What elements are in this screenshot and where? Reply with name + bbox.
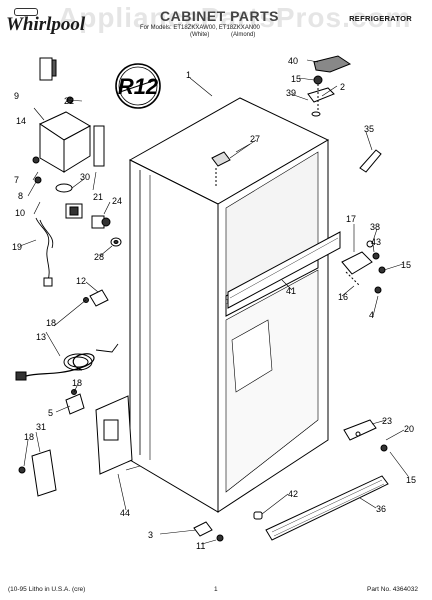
callout-20: 20 — [404, 424, 414, 434]
brand-name: Whirlpool — [6, 14, 86, 35]
footer-litho: (10-95 Litho in U.S.A. (cre) — [8, 586, 86, 593]
page-title: CABINET PARTS — [160, 8, 280, 24]
callout-31: 31 — [36, 422, 46, 432]
logo-emblem — [14, 8, 38, 16]
center-hinge-assembly — [341, 240, 386, 294]
callout-35: 35 — [364, 124, 374, 134]
callout-12: 12 — [76, 276, 86, 286]
watermark: AppliancePartsPros.com — [58, 2, 412, 33]
callout-18-cover: 18 — [24, 432, 34, 442]
hinge-cover-40 — [313, 55, 352, 73]
power-cord-13 — [15, 343, 119, 381]
callout-36: 36 — [376, 504, 386, 514]
callout-27: 27 — [250, 134, 260, 144]
callout-1: 1 — [186, 70, 191, 80]
callout-18-lower: 18 — [72, 378, 82, 388]
access-cover-31 — [18, 449, 57, 497]
callout-4: 4 — [369, 310, 374, 320]
toe-grille-36 — [265, 475, 389, 541]
bottom-hinge-assembly — [343, 419, 388, 452]
callout-24: 24 — [112, 196, 122, 206]
callout-15-top: 15 — [291, 74, 301, 84]
callout-5: 5 — [48, 408, 53, 418]
callout-2: 2 — [340, 82, 345, 92]
callout-39: 39 — [286, 88, 296, 98]
callout-30: 30 — [80, 172, 90, 182]
timer-assembly — [65, 203, 83, 219]
callout-22: 22 — [64, 96, 74, 106]
brand-logo: Whirlpool — [6, 6, 85, 35]
callout-10: 10 — [15, 208, 25, 218]
footer-page-number: 1 — [214, 586, 218, 593]
callout-9: 9 — [14, 91, 19, 101]
model-line: For Models: ET18ZKXAW00, ET18ZKXAN00 — [140, 25, 260, 31]
grille-clip-42 — [253, 511, 263, 520]
terminal-block-5 — [65, 389, 85, 415]
leveling-leg-assembly — [193, 521, 224, 542]
callout-17: 17 — [346, 214, 356, 224]
light-housing-27 — [211, 143, 251, 186]
r12-badge-label: R12 — [118, 74, 159, 99]
door-stop-35 — [359, 149, 382, 173]
callout-7: 7 — [14, 175, 19, 185]
callout-43: 43 — [371, 237, 381, 247]
callout-14: 14 — [16, 116, 26, 126]
callout-16: 16 — [338, 292, 348, 302]
variant-list: (White) (Almond) — [190, 32, 275, 38]
variant-almond: (Almond) — [231, 32, 256, 38]
callout-13: 13 — [36, 332, 46, 342]
relay-box-assembly — [32, 96, 105, 193]
shelf-bracket-41 — [227, 231, 341, 309]
knob-assembly-24 — [91, 215, 111, 229]
hinge-bracket-2 — [307, 75, 335, 117]
callout-15-bottom: 15 — [406, 475, 416, 485]
relay-bracket-9 — [39, 57, 57, 81]
callout-23: 23 — [382, 416, 392, 426]
callout-41: 41 — [286, 286, 296, 296]
callout-15-mid: 15 — [401, 260, 411, 270]
callout-labels: 1 2 3 4 5 7 8 9 10 11 12 13 14 15 15 15 … — [12, 56, 416, 551]
wire-harness-19 — [35, 217, 54, 287]
callout-28: 28 — [94, 252, 104, 262]
callout-11: 11 — [196, 541, 205, 551]
callout-44: 44 — [120, 508, 130, 518]
callout-3: 3 — [148, 530, 153, 540]
callout-42: 42 — [288, 489, 298, 499]
cord-clamp-12 — [83, 289, 109, 307]
leader-lines — [19, 59, 409, 545]
product-type: REFRIGERATOR — [349, 14, 412, 23]
callout-19: 19 — [12, 242, 22, 252]
side-panel-44 — [95, 395, 141, 475]
footer-part-number: Part No. 4364032 — [367, 586, 418, 593]
callout-18-upper: 18 — [46, 318, 56, 328]
callout-21: 21 — [93, 192, 103, 202]
callout-38: 38 — [370, 222, 380, 232]
variant-white: (White) — [190, 32, 210, 38]
callout-8: 8 — [18, 191, 23, 201]
callout-40: 40 — [288, 56, 298, 66]
r12-badge — [115, 63, 161, 109]
grommet-28 — [110, 237, 122, 247]
